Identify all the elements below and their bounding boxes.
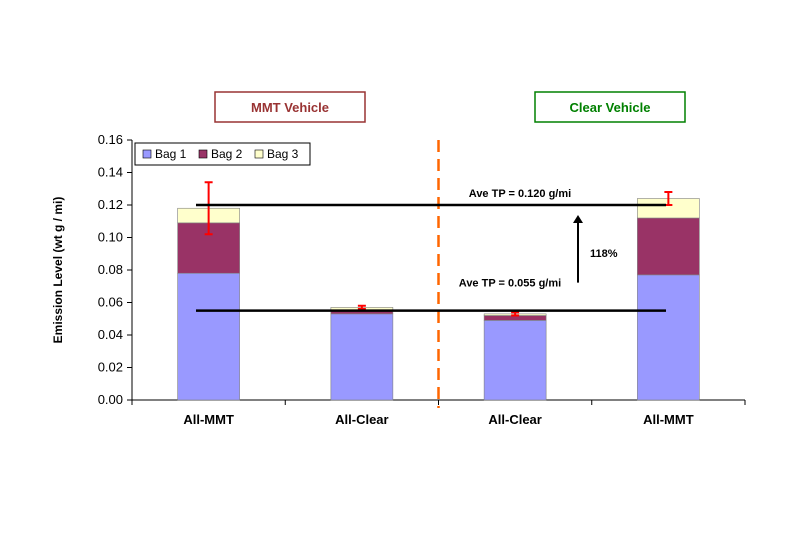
- y-tick-label: 0.08: [98, 262, 123, 277]
- legend-box: [134, 142, 311, 166]
- bar-segment-bag-1: [177, 272, 240, 401]
- y-tick-label: 0.10: [98, 230, 123, 245]
- plot-area: 0.00 0.02 0.04 0.06 0.08 0.10 0.12 0.14 0.16All-…: [98, 132, 746, 427]
- bar-segment-bag-1: [330, 313, 394, 401]
- bar-segment-bag-2: [177, 222, 240, 274]
- legend-label: Bag 1: [155, 147, 187, 161]
- bar-segment-bag-1: [483, 320, 547, 401]
- legend-swatch: [254, 149, 264, 159]
- reference-line-label: Ave TP = 0.055 g/mi: [459, 278, 561, 290]
- y-tick-label: 0.12: [98, 197, 123, 212]
- increase-percent-label: 118%: [590, 248, 618, 260]
- increase-arrow-head: [573, 215, 583, 223]
- y-tick-label: 0.14: [98, 165, 123, 180]
- group-label-clear: Clear Vehicle: [534, 91, 686, 123]
- legend-label: Bag 3: [267, 147, 299, 161]
- y-tick-label: 0.00: [98, 392, 123, 407]
- y-tick-label: 0.04: [98, 327, 123, 342]
- legend: Bag 1 Bag 2 Bag 3: [134, 142, 311, 166]
- x-category-label: All-MMT: [643, 412, 694, 427]
- legend-swatch: [142, 149, 152, 159]
- group-label-mmt-text: MMT Vehicle: [251, 100, 329, 115]
- reference-line-label: Ave TP = 0.120 g/mi: [469, 188, 571, 200]
- x-category-label: All-Clear: [335, 412, 388, 427]
- group-label-mmt-box: [214, 91, 366, 123]
- y-tick-label: 0.06: [98, 295, 123, 310]
- group-label-clear-box: [534, 91, 686, 123]
- y-tick-label: 0.02: [98, 360, 123, 375]
- bar-segment-bag-2: [637, 217, 700, 276]
- x-category-label: All-Clear: [488, 412, 541, 427]
- bar-segment-bag-1: [637, 274, 700, 401]
- y-tick-label: 0.16: [98, 132, 123, 147]
- legend-label: Bag 2: [211, 147, 243, 161]
- x-category-label: All-MMT: [183, 412, 234, 427]
- legend-swatch: [198, 149, 208, 159]
- y-axis-title: Emission Level (wt g / mi): [51, 197, 65, 344]
- group-label-mmt: MMT Vehicle: [214, 91, 366, 123]
- group-label-clear-text: Clear Vehicle: [570, 100, 651, 115]
